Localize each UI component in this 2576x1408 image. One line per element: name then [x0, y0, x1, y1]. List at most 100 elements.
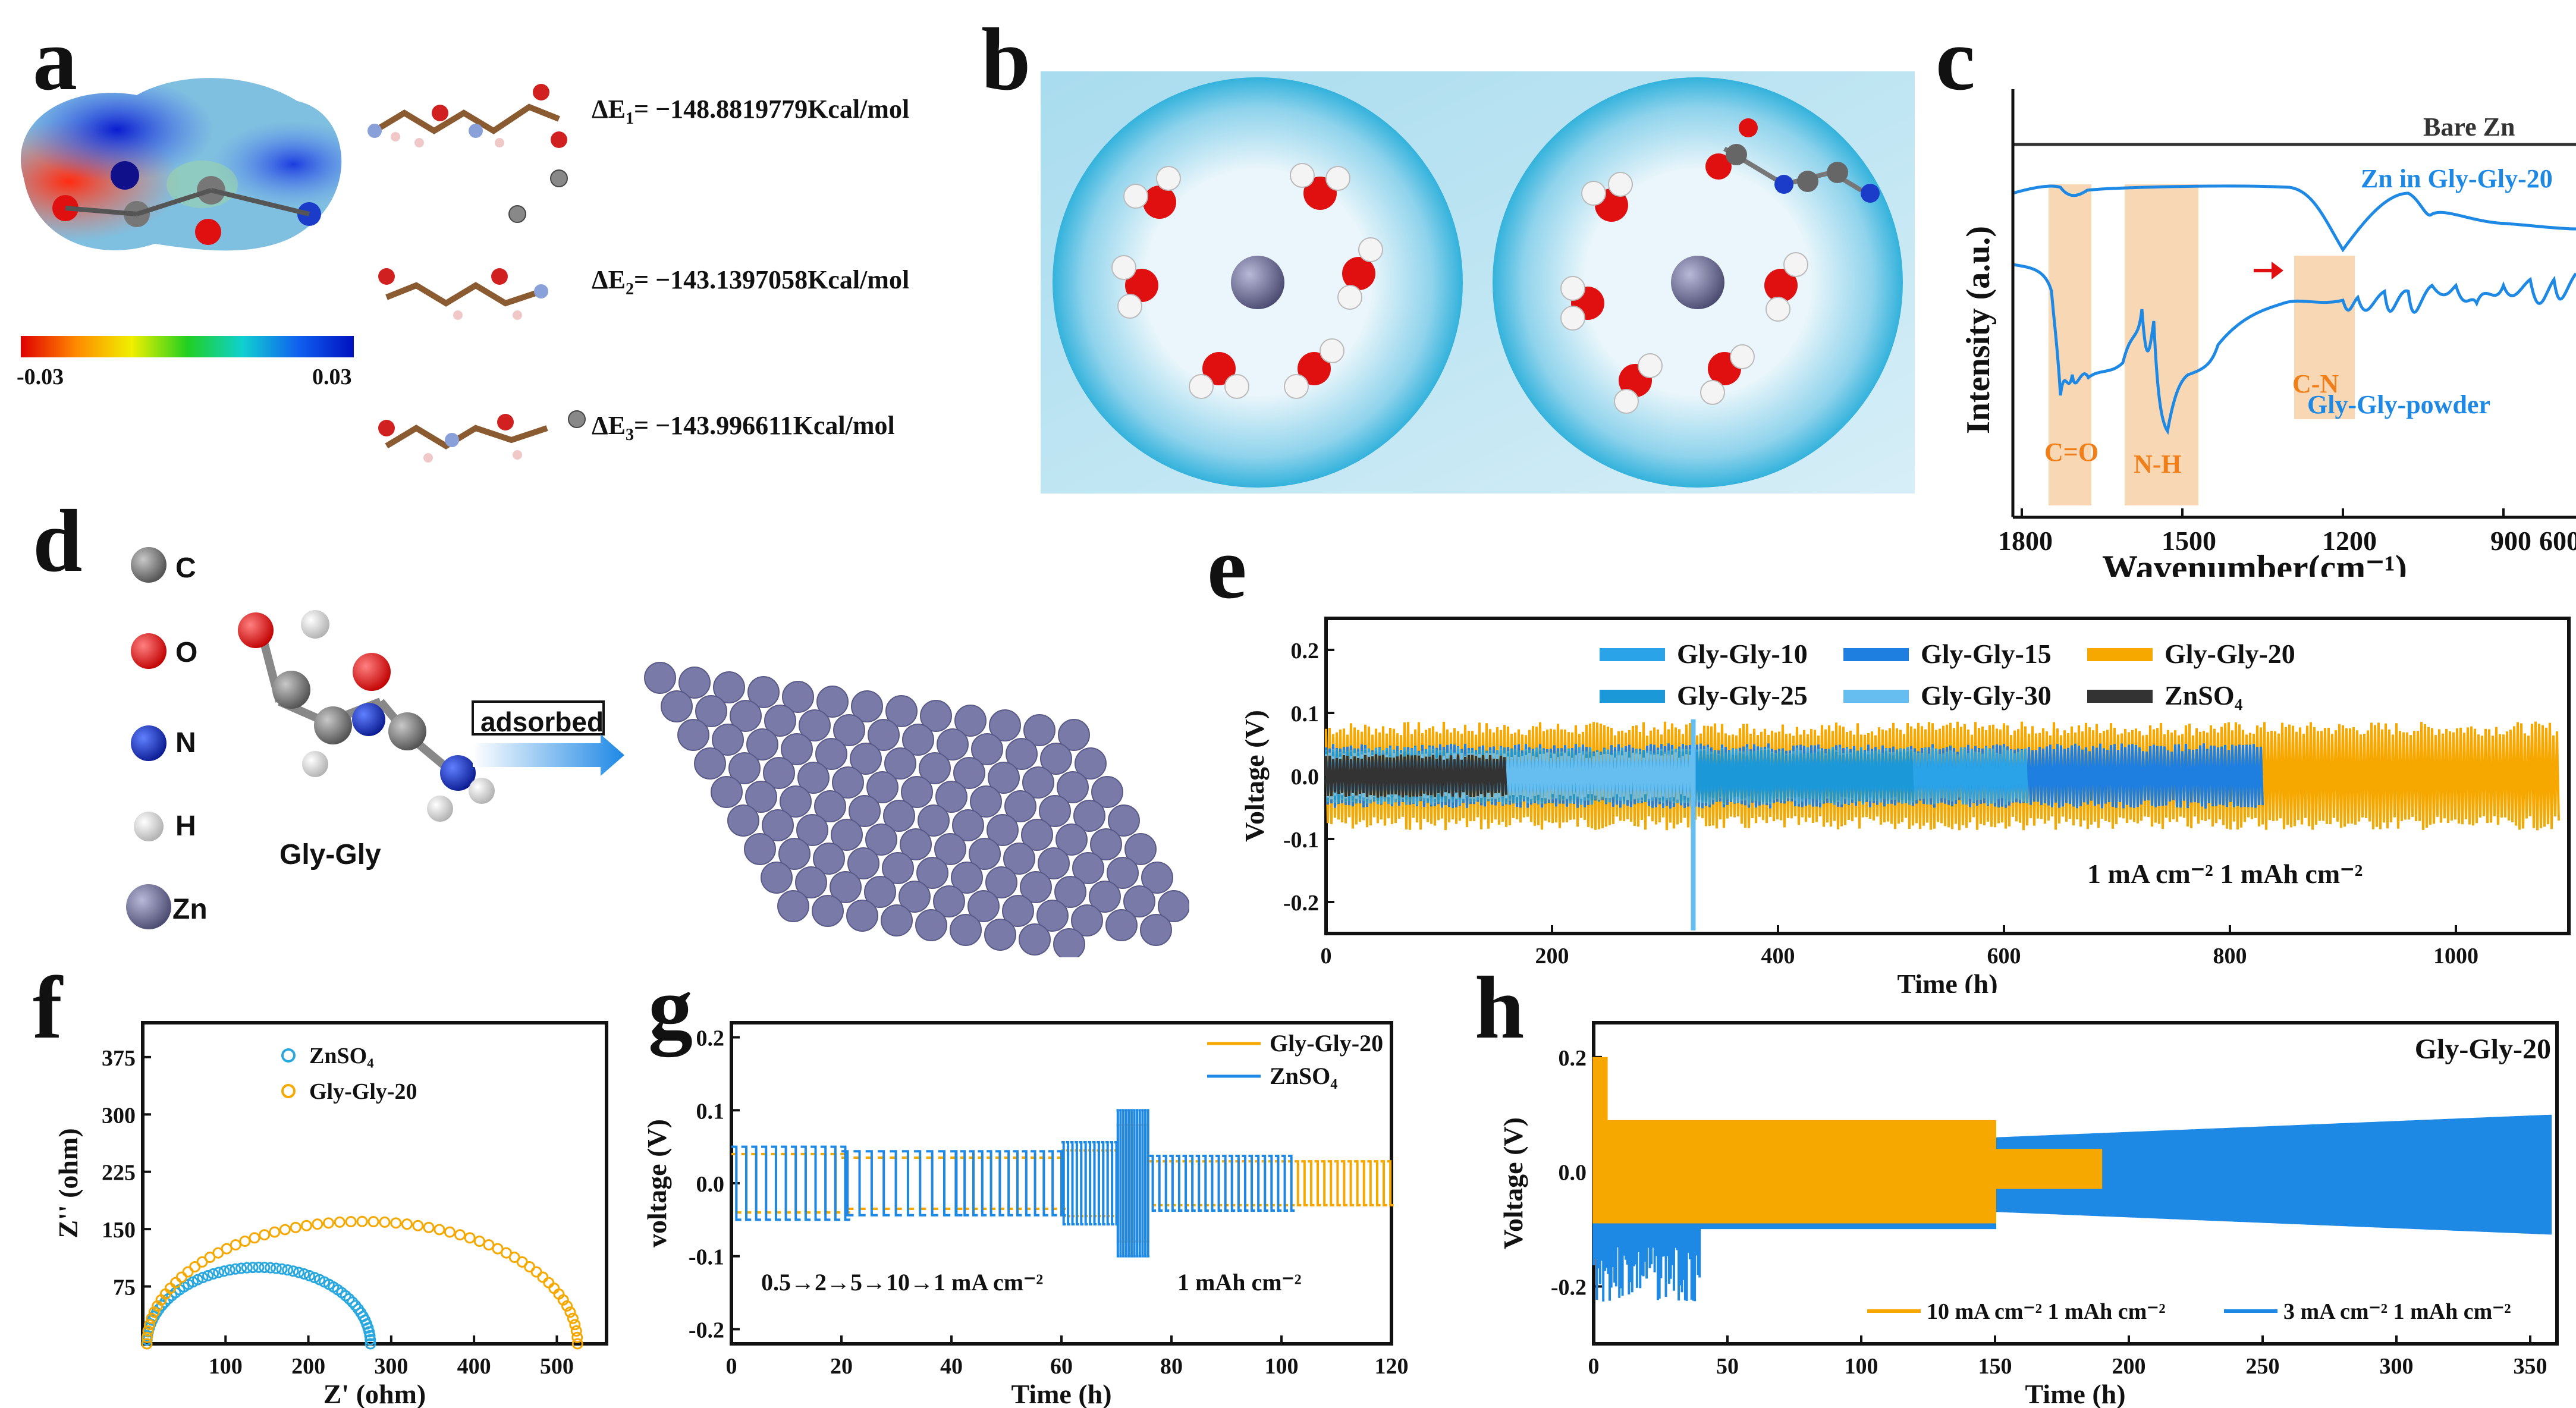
zn-atom — [1023, 714, 1055, 746]
x-tick-label: 200 — [291, 1354, 325, 1379]
y-tick-label: -0.1 — [1283, 828, 1319, 853]
zn-atom — [883, 800, 915, 832]
data-point-1 — [279, 1224, 291, 1236]
x-tick-label: 20 — [830, 1354, 853, 1379]
data-point-1 — [561, 1300, 573, 1312]
zn-atom — [851, 690, 883, 722]
y-tick-label: 150 — [102, 1218, 136, 1243]
zn-atom — [885, 695, 918, 727]
y-tick-label: 75 — [113, 1275, 136, 1300]
zn-surface-image — [644, 662, 1189, 957]
curve-label-zn-in-gly-gly-20: Zn in Gly-Gly-20 — [2361, 164, 2553, 193]
data-point-1 — [230, 1239, 241, 1251]
y-tick-label: 225 — [102, 1161, 136, 1186]
zn-atom — [987, 814, 1019, 846]
x-tick-label: 300 — [2380, 1354, 2414, 1379]
data-point-1 — [464, 1232, 476, 1244]
data-point-1 — [433, 1224, 445, 1236]
curve-gly-gly-powder — [2012, 263, 2576, 435]
zn-atom — [711, 776, 743, 808]
panel-e-letter: e — [1207, 518, 1247, 617]
zn-atom — [1036, 900, 1069, 932]
zn-atom — [1019, 923, 1051, 956]
data-point-0 — [156, 1300, 168, 1312]
zn-atom — [728, 752, 761, 784]
x-axis-label: Time (h) — [1011, 1379, 1111, 1408]
data-point-1 — [239, 1235, 251, 1247]
x-axis-label: Wavenumber(cm⁻¹) — [2102, 548, 2407, 577]
zn-atom — [884, 747, 916, 780]
zn-atom — [661, 690, 693, 722]
shift-arrow — [2254, 262, 2283, 279]
data-point-0 — [365, 1334, 376, 1346]
zn-atom — [952, 809, 984, 841]
zn-atom — [1108, 804, 1140, 837]
data-point-0 — [298, 1268, 310, 1280]
x-tick-label: 1000 — [2433, 944, 2478, 969]
zn-atom — [935, 781, 967, 813]
x-tick-label: 100 — [1265, 1354, 1299, 1379]
zn-atom — [1003, 843, 1035, 875]
zn-atom — [777, 890, 809, 922]
data-point-1 — [473, 1235, 485, 1247]
data-point-0 — [208, 1268, 219, 1280]
zn-atom — [1123, 885, 1155, 917]
zn-atom — [747, 676, 780, 708]
legend-label: Gly-Gly-15 — [1921, 639, 2052, 669]
x-tick-label: 0 — [726, 1354, 737, 1379]
zn-atom — [1022, 766, 1054, 799]
zn-atom — [847, 847, 879, 879]
zn-atom — [1072, 852, 1104, 884]
data-point-0 — [218, 1265, 230, 1277]
y-tick-label: 0.1 — [696, 1099, 725, 1124]
zn-atom — [1055, 824, 1088, 856]
x-tick-label: 150 — [1978, 1354, 2012, 1379]
panel-c-letter: c — [1936, 10, 1975, 109]
data-point-1 — [322, 1217, 334, 1229]
data-point-0 — [265, 1262, 277, 1274]
data-point-0 — [247, 1262, 259, 1274]
zn-atom — [761, 862, 793, 894]
zn-atom — [1040, 743, 1072, 775]
zn-atom — [762, 809, 794, 841]
data-point-0 — [276, 1263, 288, 1275]
zn-atom — [919, 752, 951, 784]
esp-colorbar — [21, 336, 354, 357]
xtick-label: 600 — [2539, 526, 2576, 556]
series-trace-0 — [1592, 1057, 2103, 1224]
y-tick-label: 300 — [102, 1103, 136, 1128]
data-point-1 — [142, 1325, 154, 1337]
zn-atom — [868, 719, 900, 751]
y-tick-label: -0.2 — [689, 1318, 724, 1343]
data-point-0 — [202, 1269, 214, 1281]
y-axis-label: Z'' (ohm) — [53, 1128, 83, 1238]
zn-atom — [812, 895, 844, 927]
zn-atom — [1140, 914, 1172, 946]
zn-atom — [1075, 747, 1107, 780]
data-point-0 — [224, 1264, 235, 1276]
zn-atom — [899, 881, 931, 913]
y-axis-label: voltage (V) — [642, 1119, 672, 1247]
x-axis-label: Time (h) — [2025, 1379, 2125, 1408]
zn-atom — [712, 724, 744, 756]
x-tick-label: 50 — [1716, 1354, 1739, 1379]
xtick-label: 1200 — [2322, 526, 2377, 556]
arrow-label: adsorbed — [480, 706, 604, 737]
zn-atom — [694, 747, 726, 780]
zn-atom — [951, 862, 983, 894]
panel-f-letter: f — [33, 958, 62, 1057]
zn-atom — [1071, 904, 1103, 936]
zn-atom — [644, 662, 676, 694]
zn-atom — [1004, 790, 1036, 822]
zn-atom — [782, 681, 814, 713]
x-tick-label: 350 — [2514, 1354, 2547, 1379]
x-tick-label: 800 — [2213, 944, 2247, 969]
data-point-1 — [412, 1220, 424, 1231]
data-point-0 — [282, 1264, 294, 1276]
zn-atom — [1021, 819, 1053, 851]
zn-atom — [797, 762, 830, 794]
legend-label: Gly-Gly-30 — [1921, 680, 2052, 711]
zn-atom — [833, 714, 865, 746]
data-point-1 — [367, 1216, 379, 1228]
